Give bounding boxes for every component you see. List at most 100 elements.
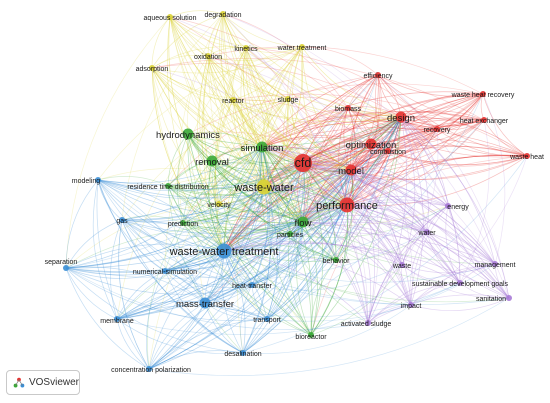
node-rtd[interactable]: [165, 183, 171, 189]
node-transport[interactable]: [264, 316, 270, 322]
node-velocity[interactable]: [216, 201, 222, 207]
node-energy[interactable]: [445, 203, 451, 209]
node-actsludge[interactable]: [365, 320, 371, 326]
node-label-oxidation[interactable]: oxidation: [194, 54, 222, 61]
node-label-wasteheat[interactable]: waste heat: [509, 154, 544, 161]
node-kinetics[interactable]: [243, 45, 249, 51]
node-label-rtd[interactable]: residence time distribution: [127, 184, 208, 191]
node-concpol[interactable]: [146, 366, 152, 372]
node-label-modeling[interactable]: modeling: [72, 178, 101, 185]
node-label-numsim[interactable]: numerical-simulation: [133, 269, 197, 276]
node-design[interactable]: [395, 111, 407, 123]
node-water[interactable]: [424, 229, 430, 235]
node-label-efficiency[interactable]: efficiency: [363, 73, 393, 80]
node-label-combustion[interactable]: combustion: [370, 149, 406, 156]
node-label-wastewater[interactable]: waste-water: [233, 182, 294, 194]
node-label-hex[interactable]: heat exchanger: [460, 118, 509, 125]
node-gas[interactable]: [119, 217, 125, 223]
node-label-removal[interactable]: removal: [195, 157, 229, 168]
node-label-desalination[interactable]: desalination: [224, 351, 261, 358]
node-label-particles[interactable]: particles: [277, 232, 304, 239]
node-optimization[interactable]: [365, 138, 377, 150]
node-label-biomass[interactable]: biomass: [335, 106, 362, 113]
node-label-flow[interactable]: flow: [295, 218, 312, 229]
node-oxidation[interactable]: [205, 53, 211, 59]
node-performance[interactable]: [339, 197, 355, 213]
node-label-degradation[interactable]: degradation: [205, 12, 242, 19]
node-sanitation[interactable]: [506, 295, 512, 301]
node-separation[interactable]: [63, 265, 69, 271]
node-label-sludge[interactable]: sludge: [278, 97, 299, 104]
node-heattransfer[interactable]: [249, 282, 255, 288]
node-wastewater[interactable]: [256, 179, 272, 195]
node-label-whr[interactable]: waste heat recovery: [451, 92, 515, 99]
node-label-concpol[interactable]: concentration polarization: [111, 367, 191, 374]
node-behavior[interactable]: [333, 257, 339, 263]
node-label-membrane[interactable]: membrane: [100, 318, 134, 325]
node-label-reactor[interactable]: reactor: [222, 98, 244, 105]
node-waste[interactable]: [399, 262, 405, 268]
node-label-kinetics[interactable]: kinetics: [234, 46, 258, 53]
node-label-heattransfer[interactable]: heat-transfer: [232, 283, 272, 290]
node-label-actsludge[interactable]: activated sludge: [341, 321, 392, 328]
node-management[interactable]: [492, 261, 498, 267]
node-label-velocity[interactable]: velocity: [207, 202, 231, 209]
node-model[interactable]: [345, 164, 357, 176]
node-recovery[interactable]: [434, 126, 440, 132]
node-label-recovery[interactable]: recovery: [424, 127, 451, 134]
node-simulation[interactable]: [256, 141, 268, 153]
node-label-aqueous[interactable]: aqueous solution: [144, 15, 197, 22]
node-degradation[interactable]: [220, 11, 226, 17]
node-label-sdg[interactable]: sustainable development goals: [412, 281, 509, 288]
node-impact[interactable]: [408, 302, 414, 308]
node-numsim[interactable]: [162, 268, 168, 274]
node-removal[interactable]: [206, 155, 218, 167]
node-label-energy[interactable]: energy: [447, 204, 469, 211]
node-modeling[interactable]: [95, 177, 101, 183]
node-label-bioreactor[interactable]: bioreactor: [295, 334, 327, 341]
node-aqueous[interactable]: [167, 14, 173, 20]
node-label-design[interactable]: design: [387, 113, 415, 124]
node-label-transport[interactable]: transport: [253, 317, 281, 324]
node-efficiency[interactable]: [375, 72, 381, 78]
node-label-water[interactable]: water: [417, 230, 436, 237]
node-sdg[interactable]: [457, 280, 463, 286]
node-label-model[interactable]: model: [338, 166, 364, 177]
node-desalination[interactable]: [240, 350, 246, 356]
node-particles[interactable]: [287, 231, 293, 237]
node-label-gas[interactable]: gas: [116, 218, 128, 225]
node-label-hydrodynamics[interactable]: hydrodynamics: [156, 130, 220, 141]
node-label-sanitation[interactable]: sanitation: [476, 296, 506, 303]
node-hydrodynamics[interactable]: [182, 128, 194, 140]
node-prediction[interactable]: [180, 220, 186, 226]
node-label-wwt[interactable]: waste-water treatment: [169, 246, 279, 258]
node-reactor[interactable]: [230, 97, 236, 103]
node-wwt[interactable]: [216, 243, 232, 259]
node-label-behavior[interactable]: behavior: [323, 258, 351, 265]
node-whr[interactable]: [480, 91, 486, 97]
node-label-separation[interactable]: separation: [45, 259, 78, 266]
node-combustion[interactable]: [385, 148, 391, 154]
node-label-prediction[interactable]: prediction: [168, 221, 198, 228]
node-label-watertreatment[interactable]: water treatment: [277, 45, 327, 52]
node-label-masstransfer[interactable]: mass-transfer: [176, 299, 234, 310]
node-label-impact[interactable]: impact: [401, 303, 422, 310]
node-masstransfer[interactable]: [199, 297, 211, 309]
node-flow[interactable]: [297, 216, 309, 228]
node-label-management[interactable]: management: [475, 262, 516, 269]
node-label-optimization[interactable]: optimization: [346, 140, 397, 151]
node-cfd[interactable]: [294, 154, 312, 172]
node-label-performance[interactable]: performance: [316, 200, 378, 212]
node-label-adsorption[interactable]: adsorption: [136, 66, 169, 73]
node-watertreatment[interactable]: [299, 44, 305, 50]
node-label-simulation[interactable]: simulation: [241, 143, 284, 154]
node-wasteheat[interactable]: [524, 153, 530, 159]
node-hex[interactable]: [481, 117, 487, 123]
node-label-cfd[interactable]: cfd: [295, 156, 312, 170]
node-bioreactor[interactable]: [308, 332, 314, 338]
node-sludge[interactable]: [285, 96, 291, 102]
node-adsorption[interactable]: [149, 65, 155, 71]
node-membrane[interactable]: [114, 316, 120, 322]
node-label-waste[interactable]: waste: [392, 263, 411, 270]
